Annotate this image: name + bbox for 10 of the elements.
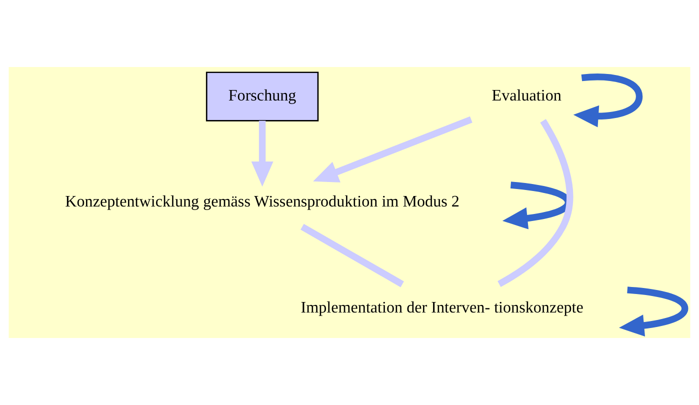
connector: [300, 224, 404, 288]
node-text: Evaluation: [492, 88, 562, 105]
node-text: Implementation der Interven- tionskonzepte: [300, 300, 584, 317]
connector: [498, 119, 574, 287]
arrow: [313, 116, 472, 182]
node-box: Forschung: [206, 72, 319, 122]
node-text: Konzeptentwicklung gemäss Wissensproduktion im Modus 2: [65, 194, 460, 211]
arrow: [251, 120, 274, 187]
arrow: [619, 286, 688, 336]
arrow: [573, 74, 643, 128]
